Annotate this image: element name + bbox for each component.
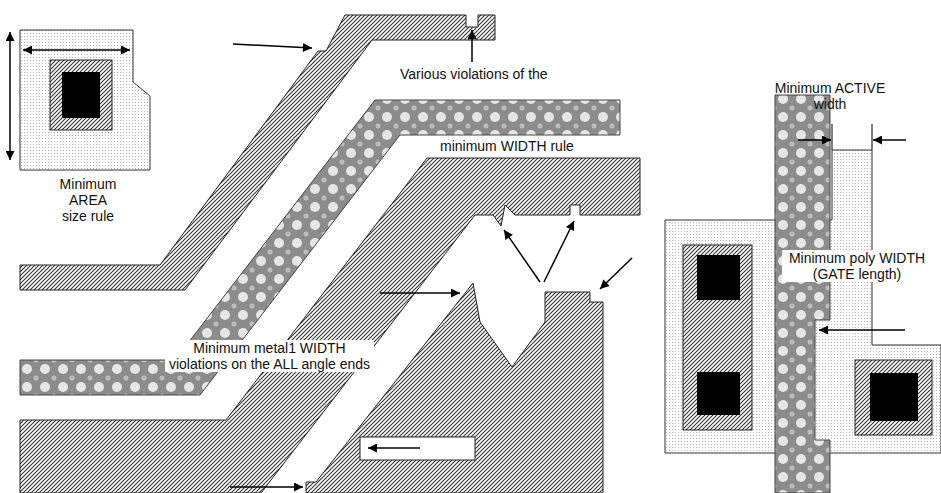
metal-cutout: [360, 437, 475, 460]
active-area: [20, 30, 150, 170]
annotation-label: Minimum poly WIDTH (GATE length): [782, 250, 932, 282]
dimension-arrow: [23, 49, 130, 51]
dimension-arrow: [798, 139, 831, 141]
pointer-arrow: [380, 292, 460, 294]
metal-pad: [50, 60, 112, 130]
contact-cut: [697, 372, 740, 415]
pointer-arrow: [600, 258, 632, 289]
annotation-label: minimum WIDTH rule: [440, 138, 574, 154]
contact-cut: [62, 72, 100, 118]
pointer-arrow: [471, 30, 473, 62]
annotation-label: Various violations of the: [400, 66, 548, 82]
annotation-label: Minimum ACTIVE width: [770, 80, 890, 112]
pointer-arrow: [230, 486, 303, 488]
metal-pad: [683, 245, 752, 430]
poly-gate: [775, 95, 830, 493]
contact-cut: [870, 373, 918, 421]
annotation-label: Minimum metal1 WIDTH violations on the A…: [165, 340, 374, 372]
metal1-wire: [20, 158, 640, 493]
pointer-arrow: [368, 447, 420, 449]
annotation-label: Minimum AREA size rule: [56, 176, 120, 224]
extension-line: [872, 124, 873, 150]
pointer-arrow: [504, 230, 540, 282]
contact-cut: [697, 255, 740, 300]
metal1-shape: [306, 283, 603, 493]
dimension-arrow: [9, 32, 11, 160]
metal-pad: [855, 360, 932, 435]
pointer-arrow: [819, 329, 905, 331]
dimension-arrow: [873, 139, 906, 141]
pointer-arrow: [233, 44, 312, 48]
pointer-arrow: [544, 221, 574, 282]
extension-line: [832, 124, 833, 150]
